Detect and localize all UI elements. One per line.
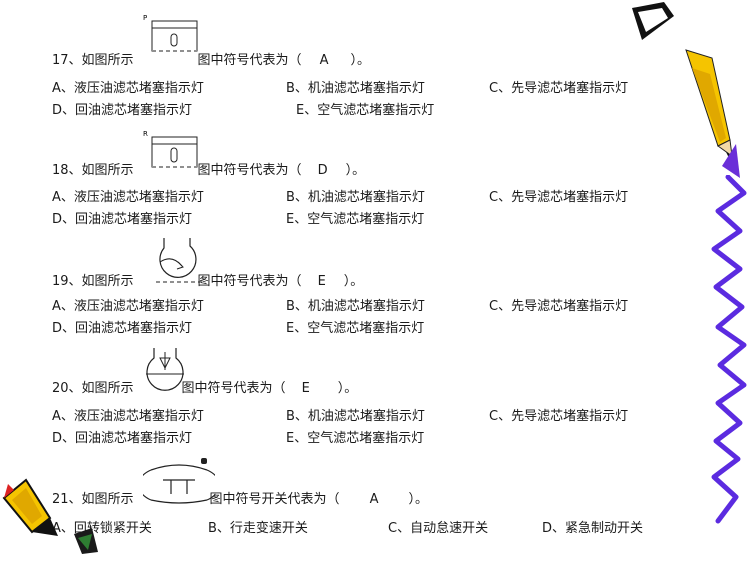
- option-c: C、先导滤芯堵塞指示灯: [489, 190, 629, 205]
- option-d: D、回油滤芯堵塞指示灯: [52, 431, 193, 446]
- question-suffix: 图中符号代表为（: [197, 53, 302, 68]
- option-b: B、机油滤芯堵塞指示灯: [286, 299, 425, 314]
- pencil-icon: [685, 49, 740, 178]
- option-b: B、机油滤芯堵塞指示灯: [286, 190, 425, 205]
- option-d: D、回油滤芯堵塞指示灯: [52, 321, 193, 336]
- question-close: ）。: [408, 492, 428, 507]
- option-e: E、空气滤芯堵塞指示灯: [296, 103, 435, 118]
- question-suffix: 图中符号代表为（: [197, 274, 302, 289]
- q20-symbol-icon: [146, 348, 184, 391]
- question-answer: A: [369, 492, 379, 507]
- option-d: D、回油滤芯堵塞指示灯: [52, 212, 193, 227]
- question-suffix: 图中符号代表为（: [181, 381, 286, 396]
- option-c: C、先导滤芯堵塞指示灯: [489, 81, 629, 96]
- option-e: E、空气滤芯堵塞指示灯: [286, 431, 425, 446]
- question-answer: E: [301, 381, 310, 396]
- option-b: B、机油滤芯堵塞指示灯: [286, 81, 425, 96]
- question-answer: E: [317, 274, 326, 289]
- option-b: B、机油滤芯堵塞指示灯: [286, 409, 425, 424]
- question-suffix: 图中符号代表为（: [197, 163, 302, 178]
- question-19: 19、如图所示 图中符号代表为（ E ）。: [52, 274, 363, 290]
- question-close: ）。: [345, 163, 366, 178]
- question-21: 21、如图所示 图中符号开关代表为（ A ）。: [52, 492, 428, 508]
- q19-symbol-icon: [156, 238, 202, 283]
- question-18: 18、如图所示 图中符号代表为（ D ）。: [52, 163, 365, 179]
- question-20: 20、如图所示 图中符号代表为（ E ）。: [52, 381, 357, 397]
- question-prompt: 20、如图所示: [52, 381, 134, 396]
- option-c: C、先导滤芯堵塞指示灯: [489, 409, 629, 424]
- option-a: A、回转锁紧开关: [52, 521, 152, 536]
- q18-symbol-icon: R: [143, 130, 198, 168]
- question-prompt: 21、如图所示: [52, 492, 134, 507]
- option-c: C、先导滤芯堵塞指示灯: [489, 299, 629, 314]
- q17-symbol-letter: P: [143, 14, 147, 22]
- q21-symbol-icon: [143, 458, 215, 504]
- option-e: E、空气滤芯堵塞指示灯: [286, 321, 425, 336]
- question-answer: D: [317, 163, 328, 178]
- option-b: B、行走变速开关: [208, 521, 308, 536]
- option-a: A、液压油滤芯堵塞指示灯: [52, 299, 204, 314]
- squiggle-line-icon: [711, 175, 747, 524]
- question-suffix: 图中符号开关代表为（: [209, 492, 340, 507]
- option-d: D、回油滤芯堵塞指示灯: [52, 103, 193, 118]
- question-answer: A: [319, 53, 329, 68]
- question-17: 17、如图所示 图中符号代表为（ A ）。: [52, 53, 370, 69]
- option-e: E、空气滤芯堵塞指示灯: [286, 212, 425, 227]
- question-close: ）。: [343, 274, 364, 289]
- question-close: ）。: [337, 381, 358, 396]
- question-prompt: 19、如图所示: [52, 274, 134, 289]
- option-c: C、自动怠速开关: [388, 521, 489, 536]
- q18-symbol-letter: R: [143, 130, 148, 138]
- option-a: A、液压油滤芯堵塞指示灯: [52, 409, 204, 424]
- question-close: ）。: [350, 53, 370, 68]
- option-a: A、液压油滤芯堵塞指示灯: [52, 81, 204, 96]
- option-a: A、液压油滤芯堵塞指示灯: [52, 190, 204, 205]
- option-d: D、紧急制动开关: [542, 521, 644, 536]
- pencil-tip-icon: [632, 2, 674, 40]
- q17-symbol-icon: P: [143, 14, 198, 52]
- question-prompt: 17、如图所示: [52, 53, 134, 68]
- question-prompt: 18、如图所示: [52, 163, 134, 178]
- pencil-icon: [2, 478, 98, 554]
